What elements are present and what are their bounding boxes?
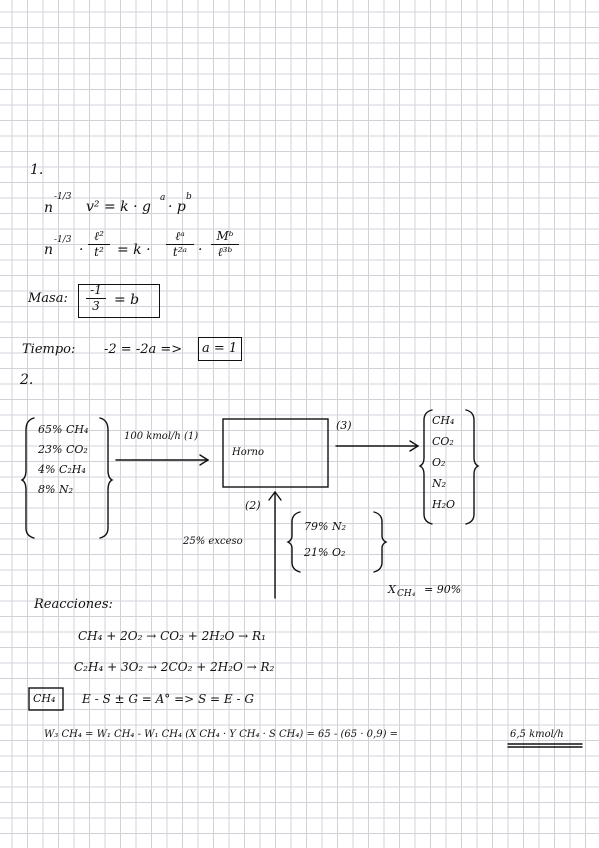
product-right-brace — [465, 409, 480, 525]
eq2-n-exponent: -1/3 — [54, 235, 72, 245]
feed-flow-label: 100 kmol/h (1) — [124, 431, 199, 442]
eq1-right: · p — [168, 199, 186, 215]
eq2-n: n — [44, 242, 54, 258]
product-item-co2: CO₂ — [432, 435, 454, 448]
balance-equation: E - S ± G = A° => S = E - G — [82, 692, 254, 706]
air-item-o2: 21% O₂ — [304, 546, 346, 559]
section-2-number: 2. — [20, 372, 34, 388]
reaction-1: CH₄ + 2O₂ → CO₂ + 2H₂O → R₁ — [78, 629, 266, 643]
masa-label: Masa: — [28, 291, 68, 306]
air-right-brace — [373, 511, 388, 573]
furnace-box — [222, 418, 329, 488]
feed-left-brace — [20, 417, 35, 539]
conversion-subscript: CH₄ — [397, 589, 416, 599]
masa-result-box — [78, 284, 160, 318]
air-item-n2: 79% N₂ — [304, 520, 346, 533]
product-item-ch4: CH₄ — [432, 414, 455, 427]
tiempo-result-box — [198, 337, 242, 361]
section-1-number: 1. — [30, 162, 44, 178]
feed-item-co2: 23% CO₂ — [38, 443, 88, 456]
final-equation: W₃ CH₄ = W₁ CH₄ - W₁ CH₄ (X CH₄ · Y CH₄ … — [44, 729, 399, 740]
tiempo-result: a = 1 — [202, 341, 238, 356]
reactions-title: Reacciones: — [34, 597, 113, 612]
eq1-n: n — [44, 200, 54, 216]
final-result: 6,5 kmol/h — [510, 729, 564, 740]
product-item-n2: N₂ — [432, 477, 447, 490]
feed-item-n2: 8% N₂ — [38, 483, 73, 496]
excess-air-label: 25% exceso — [183, 536, 243, 547]
feed-right-brace — [99, 417, 114, 539]
eq1-p-exponent: b — [186, 192, 192, 202]
feed-item-ch4: 65% CH₄ — [38, 423, 89, 436]
eq2-middle: = k · — [117, 242, 151, 258]
balance-tag: CH₄ — [33, 692, 56, 705]
stream-3-label: (3) — [336, 419, 352, 432]
tiempo-equation: -2 = -2a => — [104, 342, 183, 357]
eq1-n-exponent: -1/3 — [54, 192, 72, 202]
air-left-brace — [286, 511, 301, 573]
product-item-h2o: H₂O — [432, 498, 456, 511]
feed-composition: 65% CH₄ 23% CO₂ 4% C₂H₄ 8% N₂ — [38, 420, 88, 500]
tiempo-label: Tiempo: — [22, 342, 76, 357]
eq1-middle: v² = k · g — [86, 199, 151, 215]
furnace-label: Horno — [232, 447, 264, 458]
conversion-symbol: X — [388, 583, 396, 596]
product-left-brace — [418, 409, 433, 525]
air-composition: 79% N₂ 21% O₂ — [304, 514, 346, 566]
stream-2-label: (2) — [245, 499, 261, 512]
feed-item-c2h4: 4% C₂H₄ — [38, 463, 86, 476]
reaction-2: C₂H₄ + 3O₂ → 2CO₂ + 2H₂O → R₂ — [74, 660, 275, 674]
masa-rhs: = b — [114, 292, 140, 308]
eq1-g-exponent: a — [160, 193, 166, 203]
product-composition: CH₄ CO₂ O₂ N₂ H₂O — [432, 410, 455, 515]
product-item-o2: O₂ — [432, 456, 446, 469]
conversion-value: = 90% — [424, 583, 462, 596]
balance-tag-box — [28, 687, 64, 711]
